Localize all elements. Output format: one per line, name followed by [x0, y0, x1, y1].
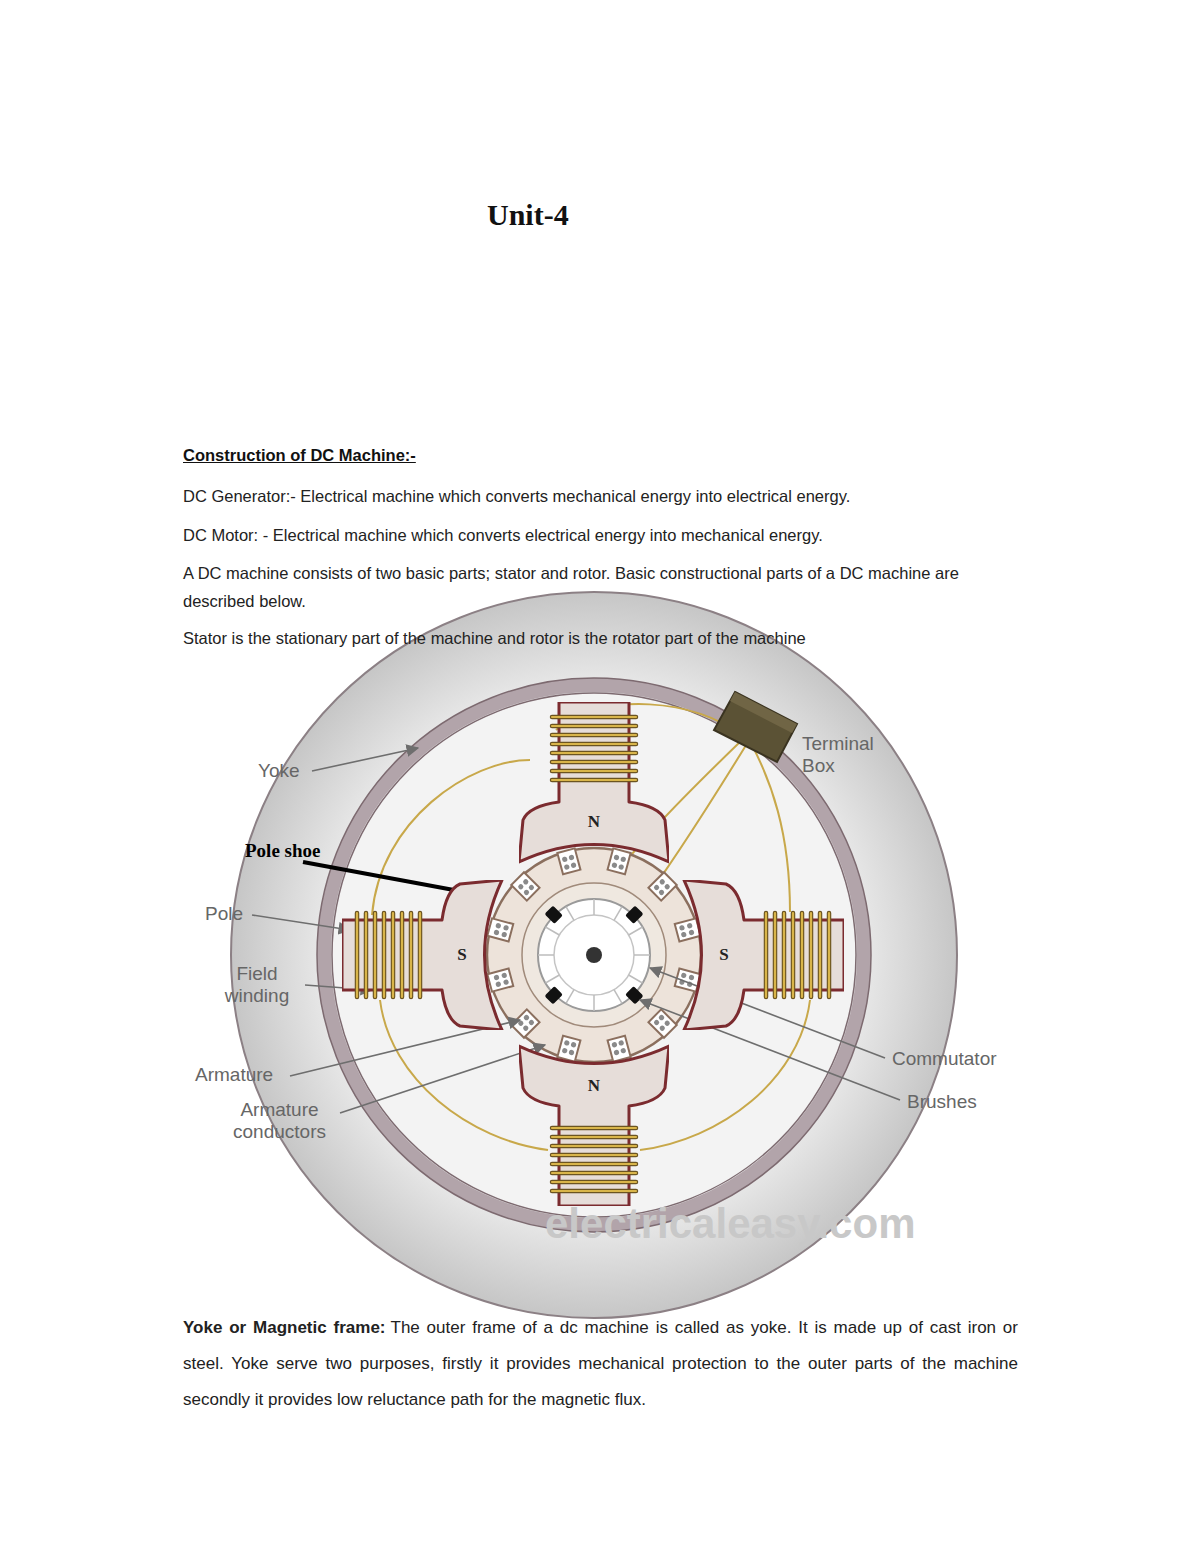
pole-shape — [342, 880, 512, 1030]
pole-letter: S — [457, 945, 466, 965]
body-paragraph: Yoke or Magnetic frame:The outer frame o… — [183, 1310, 1018, 1418]
paragraph-lead: Yoke or Magnetic frame: — [183, 1318, 386, 1337]
pole-shoe-pointer — [303, 862, 470, 893]
yoke-inner — [332, 693, 856, 1217]
page-title: Unit-4 — [487, 198, 569, 232]
pole-letter: S — [719, 945, 728, 965]
part-label: Terminal Box — [802, 733, 902, 777]
pole-letter: N — [588, 812, 600, 832]
part-label: Commutator — [892, 1048, 997, 1070]
body-text: Stator is the stationary part of the mac… — [183, 624, 1043, 652]
pole-shape — [519, 702, 669, 872]
part-label: Pole shoe — [245, 840, 320, 862]
body-text: A DC machine consists of two basic parts… — [183, 559, 1023, 615]
yoke-edge — [317, 678, 871, 1232]
pole-shape — [674, 880, 844, 1030]
field-pole: N — [519, 1036, 669, 1206]
body-text: DC Generator:- Electrical machine which … — [183, 482, 1043, 510]
pole-shape — [519, 1036, 669, 1206]
armature — [487, 848, 701, 1062]
section-heading: Construction of DC Machine:- — [183, 446, 416, 465]
field-pole: S — [342, 880, 512, 1030]
field-pole: N — [519, 702, 669, 872]
yoke-outer — [231, 592, 957, 1318]
pole-letter: N — [588, 1076, 600, 1096]
part-label: Armature conductors — [222, 1099, 337, 1143]
body-text: DC Motor: - Electrical machine which con… — [183, 521, 1043, 549]
yoke-band — [324, 685, 864, 1225]
part-label: Pole — [205, 903, 243, 925]
watermark: electricaleasy.com — [545, 1200, 915, 1248]
terminal-box — [714, 692, 797, 762]
part-label: Brushes — [907, 1091, 977, 1113]
part-label: Yoke — [258, 760, 300, 782]
part-label: Armature — [195, 1064, 273, 1086]
part-label: Field winding — [212, 963, 302, 1007]
field-pole: S — [674, 880, 844, 1030]
